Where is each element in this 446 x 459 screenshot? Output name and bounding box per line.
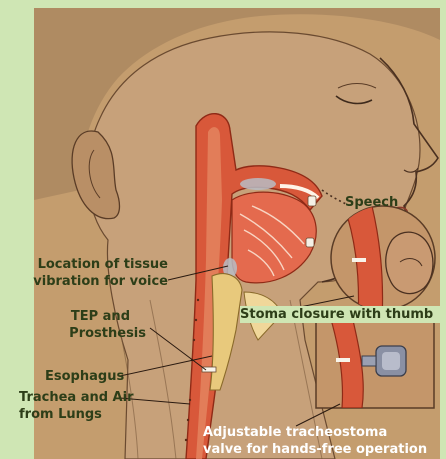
- label-esophagus: Esophagus: [45, 368, 124, 385]
- label-valve: Adjustable tracheostoma valve for hands-…: [203, 424, 446, 458]
- label-speech: Speech: [345, 194, 398, 211]
- label-tep-prosthesis: TEP and Prosthesis: [69, 308, 146, 342]
- label-tissue-vibration: Location of tissue vibration for voice: [33, 256, 168, 290]
- label-stoma-closure: Stoma closure with thumb: [240, 306, 446, 323]
- label-trachea: Trachea and Air from Lungs: [19, 389, 134, 423]
- inset-valve: [316, 316, 434, 408]
